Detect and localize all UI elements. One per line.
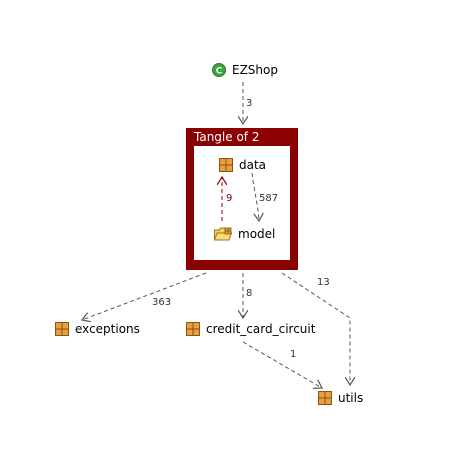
- package-icon: [186, 322, 200, 336]
- node-data[interactable]: data: [219, 158, 266, 172]
- node-label-ezshop: EZShop: [232, 63, 278, 77]
- node-ezshop[interactable]: C EZShop: [212, 63, 278, 77]
- node-label-data: data: [239, 158, 267, 172]
- package-icon: [219, 158, 233, 172]
- node-label-utils: utils: [338, 391, 364, 405]
- node-label-model: model: [238, 227, 276, 241]
- class-icon: C: [212, 63, 226, 77]
- node-credit-card-circuit[interactable]: credit_card_circuit: [186, 322, 315, 336]
- node-model[interactable]: model: [213, 227, 276, 241]
- node-label-exceptions: exceptions: [75, 322, 140, 336]
- tangle-title: Tangle of 2: [194, 130, 260, 144]
- svg-text:C: C: [216, 67, 223, 77]
- package-folder-icon: [213, 227, 233, 241]
- edge-label-credit-utils: 1: [290, 349, 297, 360]
- node-utils[interactable]: utils: [318, 391, 363, 405]
- edge-label-model-data: 9: [226, 193, 233, 204]
- package-icon: [318, 391, 332, 405]
- edge-label-tangle-credit: 8: [246, 288, 253, 299]
- edge-label-ezshop-tangle: 3: [246, 98, 253, 109]
- edge-label-data-model: 587: [259, 193, 279, 204]
- package-icon: [55, 322, 69, 336]
- edge-label-tangle-exceptions: 363: [152, 297, 172, 308]
- edge-label-tangle-utils: 13: [317, 277, 330, 288]
- tangle-content: [194, 146, 290, 260]
- tangle-box[interactable]: Tangle of 2: [186, 128, 298, 270]
- node-label-credit-card-circuit: credit_card_circuit: [206, 322, 316, 336]
- node-exceptions[interactable]: exceptions: [55, 322, 140, 336]
